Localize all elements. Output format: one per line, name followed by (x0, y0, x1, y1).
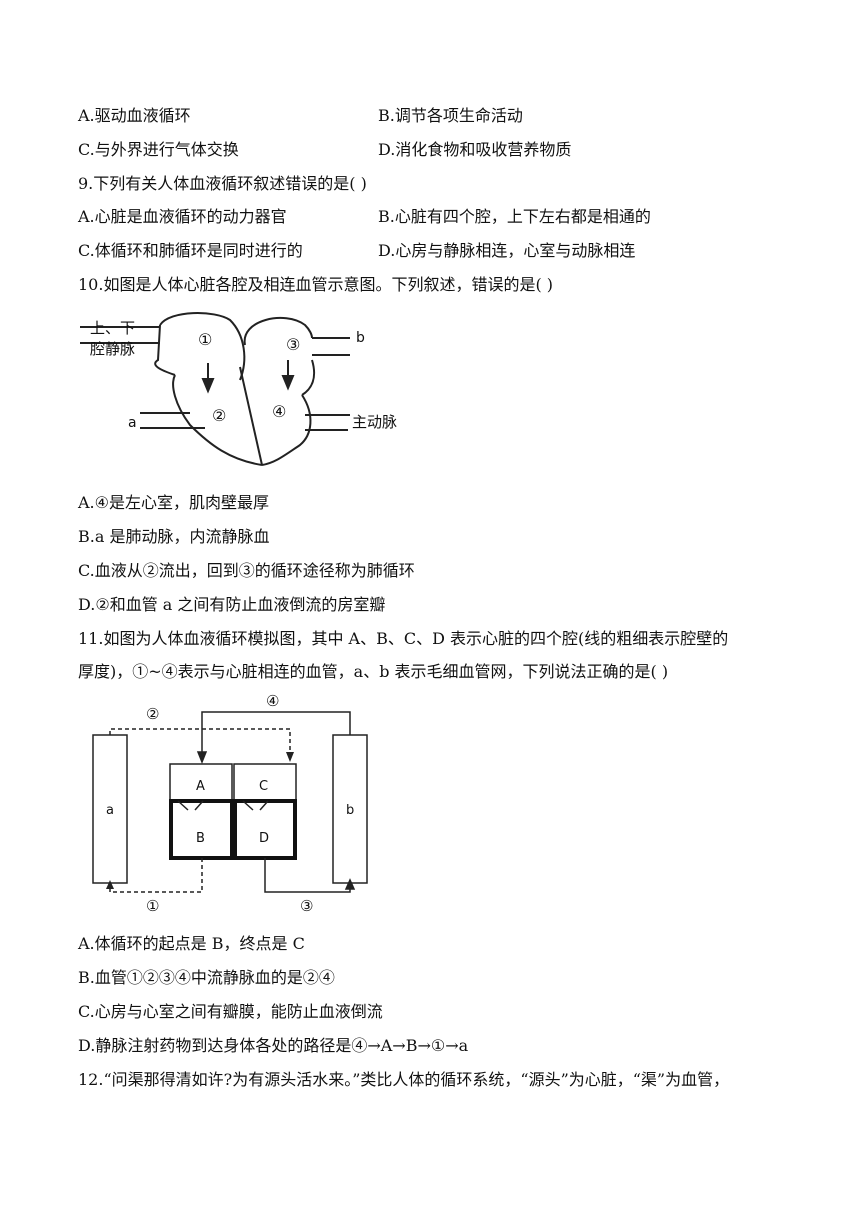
chamber-C-label: C (259, 779, 268, 794)
label-chamber-4: ④ (272, 402, 286, 421)
q9-option-c: C.体循环和肺循环是同时进行的 (78, 241, 303, 260)
label-vena-cava-2: 腔静脉 (90, 340, 135, 358)
q11-option-b: B.血管①②③④中流静脉血的是②④ (78, 968, 335, 987)
q9-stem: 9.下列有关人体血液循环叙述错误的是( ) (78, 174, 367, 193)
q8-option-d: D.消化食物和吸收营养物质 (378, 140, 572, 159)
label-vessel-a: a (128, 415, 137, 431)
vessel-1-label: ① (146, 897, 159, 915)
label-aorta: 主动脉 (352, 413, 397, 431)
chamber-B-label: B (196, 831, 205, 846)
q10-stem: 10.如图是人体心脏各腔及相连血管示意图。下列叙述，错误的是( ) (78, 275, 554, 294)
q9-option-b: B.心脏有四个腔，上下左右都是相通的 (378, 207, 651, 226)
q10-option-a: A.④是左心室，肌肉壁最厚 (78, 493, 269, 512)
vessel-2-label: ② (146, 705, 159, 723)
label-chamber-1: ① (198, 330, 212, 349)
label-vena-cava-1: 上、下 (90, 319, 135, 337)
q12-stem-line1: 12.“问渠那得清如许?为有源头活水来。”类比人体的循环系统，“源头”为心脏，“… (78, 1070, 730, 1089)
vessel-3-label: ③ (300, 897, 313, 915)
q11-option-a: A.体循环的起点是 B，终点是 C (78, 934, 305, 953)
q11-stem-line1: 11.如图为人体血液循环模拟图，其中 A、B、C、D 表示心脏的四个腔(线的粗细… (78, 629, 729, 648)
chamber-A-label: A (196, 779, 205, 794)
q11-stem-line2: 厚度)，①~④表示与心脏相连的血管，a、b 表示毛细血管网，下列说法正确的是( … (78, 662, 669, 681)
q10-option-c: C.血液从②流出，回到③的循环途径称为肺循环 (78, 561, 415, 580)
q8-option-c: C.与外界进行气体交换 (78, 140, 239, 159)
box-b-label: b (346, 803, 354, 818)
q8-option-b: B.调节各项生命活动 (378, 106, 523, 125)
label-chamber-3: ③ (286, 335, 300, 354)
q11-option-d: D.静脉注射药物到达身体各处的路径是④→A→B→①→a (78, 1036, 469, 1055)
q9-option-d: D.心房与静脉相连，心室与动脉相连 (378, 241, 636, 260)
q11-option-c: C.心房与心室之间有瓣膜，能防止血液倒流 (78, 1002, 383, 1021)
chamber-D-label: D (259, 831, 269, 846)
label-chamber-2: ② (212, 406, 226, 425)
q10-option-d: D.②和血管 a 之间有防止血液倒流的房室瓣 (78, 595, 386, 614)
circulation-diagram: a b A B C D ① ② ③ ④ (92, 692, 368, 915)
q10-option-b: B.a 是肺动脉，内流静脉血 (78, 527, 270, 546)
label-vessel-b: b (356, 330, 365, 346)
vessel-4-label: ④ (266, 692, 279, 710)
box-a-label: a (106, 803, 114, 818)
q8-option-a: A.驱动血液循环 (78, 106, 191, 125)
heart-diagram: 上、下 腔静脉 b a 主动脉 ① ② ③ ④ (80, 312, 397, 466)
q9-option-a: A.心脏是血液循环的动力器官 (78, 207, 287, 226)
